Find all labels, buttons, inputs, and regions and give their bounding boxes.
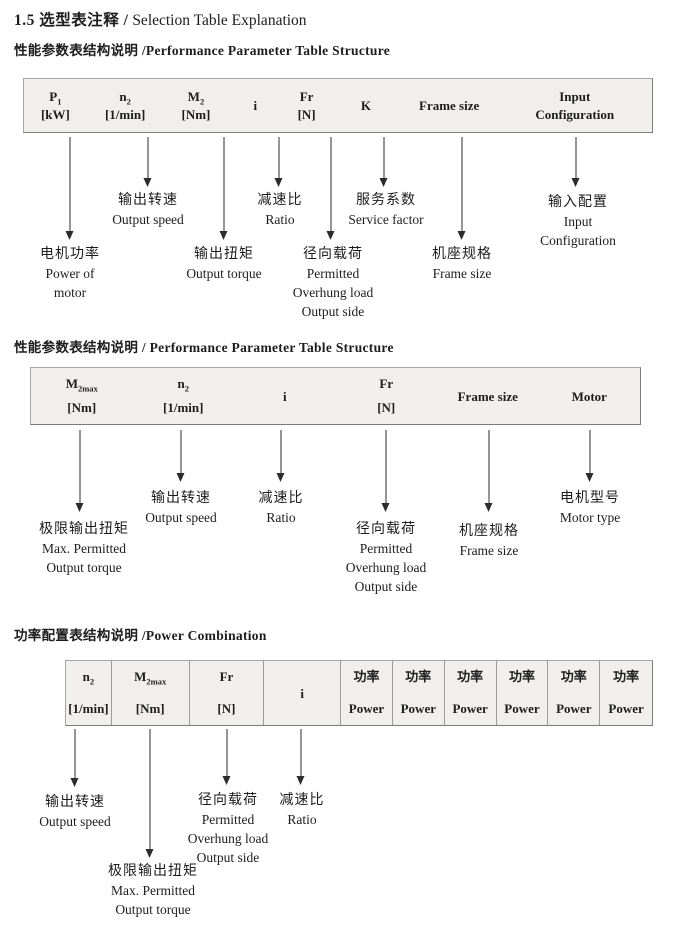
col-p1: P1 [kW] [24, 79, 87, 132]
label-output-speed: 输出转速 Output speed [145, 491, 217, 525]
col-p1-unit: [kW] [40, 107, 70, 122]
col-i-symbol: i [253, 98, 258, 113]
down-arrow-icon [571, 137, 582, 187]
down-arrow-icon [219, 137, 230, 240]
col-n2: n2 [1/min] [133, 368, 235, 424]
label-ratio: 减速比 Ratio [279, 793, 325, 827]
label-ratio: 减速比 Ratio [258, 491, 304, 525]
label-overhung-load: 径向载荷 Permitted Overhung load Output side [345, 522, 427, 594]
col-k-symbol: K [360, 98, 371, 113]
section2-heading: 性能参数表结构说明 / Performance Parameter Table … [14, 340, 394, 355]
down-arrow-icon [381, 430, 392, 512]
performance-table-2: M2max [Nm] n2 [1/min] i Fr [N] Frame siz… [30, 367, 641, 425]
col-n2: n2 [1/min] [66, 661, 112, 725]
down-arrow-icon [457, 137, 468, 240]
label-overhung-load: 径向载荷 Permitted Overhung load Output side [187, 793, 269, 865]
page-title-en: Selection Table Explanation [128, 12, 307, 29]
col-fr-unit: [N] [377, 400, 396, 415]
col-m2-unit: [Nm] [181, 107, 211, 122]
col-power-6: 功率 Power [608, 669, 644, 716]
label-ratio: 减速比 Ratio [257, 193, 303, 227]
col-n2-symbol: n2 [177, 376, 189, 394]
col-p1-symbol: P1 [49, 89, 62, 107]
label-service-factor: 服务系数 Service factor [348, 193, 424, 227]
down-arrow-icon [326, 137, 337, 240]
down-arrow-icon [296, 729, 307, 785]
label-output-speed: 输出转速 Output speed [112, 193, 184, 227]
col-m2: M2 [Nm] [164, 79, 229, 132]
col-fr-unit: [N] [217, 701, 236, 716]
col-input-line1: Input [559, 89, 591, 104]
col-power-4: 功率 Power [497, 661, 549, 725]
down-arrow-icon [75, 430, 86, 512]
col-m2-symbol: M2 [187, 89, 205, 107]
col-i: i [264, 661, 342, 725]
col-fr: Fr [N] [282, 79, 331, 132]
col-m2max-unit: [Nm] [135, 701, 165, 716]
col-i: i [234, 368, 336, 424]
label-output-torque: 输出扭矩 Output torque [186, 247, 262, 281]
down-arrow-icon [143, 137, 154, 187]
down-arrow-icon [70, 729, 81, 787]
col-motor: Motor [539, 368, 641, 424]
down-arrow-icon [222, 729, 233, 785]
col-m2max-symbol: M2max [65, 376, 98, 394]
page-title-zh: 1.5 选型表注释 / [14, 12, 129, 29]
col-power-2: 功率 Power [393, 661, 445, 725]
down-arrow-icon [276, 430, 287, 482]
col-n2-unit: [1/min] [163, 400, 204, 415]
label-output-speed: 输出转速 Output speed [39, 795, 111, 829]
col-n2: n2 [1/min] [87, 79, 164, 132]
col-n2-symbol: n2 [82, 669, 95, 687]
col-input-configuration: Input Configuration [497, 79, 652, 132]
col-m2max: M2max [Nm] [112, 661, 190, 725]
section1-heading: 性能参数表结构说明 /Performance Parameter Table S… [14, 43, 391, 58]
col-i-symbol: i [300, 685, 304, 701]
col-i: i [228, 79, 282, 132]
col-m2max: M2max [Nm] [31, 368, 133, 424]
label-max-output-torque: 极限输出扭矩 Max. Permitted Output torque [108, 864, 198, 917]
label-max-output-torque: 极限输出扭矩 Max. Permitted Output torque [39, 522, 129, 575]
col-frame-size-label: Frame size [419, 98, 480, 113]
col-k: K [331, 79, 401, 132]
col-power-5: 功率 Power [548, 661, 601, 725]
col-fr-symbol: Fr [379, 376, 394, 391]
col-fr-unit: [N] [297, 107, 316, 122]
col-motor-label: Motor [571, 388, 607, 404]
col-frame-size: Frame size [437, 368, 539, 424]
col-frame-size: Frame size [401, 79, 498, 132]
col-m2max-symbol: M2max [134, 669, 167, 687]
col-frame-size-label: Frame size [457, 388, 518, 404]
col-fr: Fr [N] [190, 661, 265, 725]
down-arrow-icon [65, 137, 76, 240]
label-frame-size: 机座规格 Frame size [459, 524, 519, 558]
section3-heading: 功率配置表结构说明 /Power Combination [14, 628, 267, 643]
col-i-symbol: i [282, 388, 287, 404]
power-combination-table: n2 [1/min] M2max [Nm] Fr [N] i 功率 Power … [65, 660, 653, 726]
label-overhung-load: 径向载荷 Permitted Overhung load Output side [292, 247, 374, 319]
col-n2-unit: [1/min] [104, 107, 146, 122]
label-frame-size: 机座规格 Frame size [432, 247, 492, 281]
col-n2-unit: [1/min] [68, 701, 109, 716]
col-power-1: 功率 Power [341, 661, 393, 725]
col-fr-symbol: Fr [219, 669, 234, 684]
down-arrow-icon [379, 137, 390, 187]
col-power-3: 功率 Power [445, 661, 497, 725]
label-power-of-motor: 电机功率 Power of motor [40, 247, 100, 300]
performance-table-1: P1 [kW] n2 [1/min] M2 [Nm] i Fr [N] K Fr… [23, 78, 653, 133]
col-fr-symbol: Fr [299, 89, 314, 104]
down-arrow-icon [145, 729, 156, 858]
col-fr: Fr [N] [336, 368, 438, 424]
col-n2-symbol: n2 [119, 89, 131, 107]
down-arrow-icon [484, 430, 495, 512]
label-input-configuration: 输入配置 Input Configuration [540, 195, 616, 248]
col-m2max-unit: [Nm] [67, 400, 97, 415]
down-arrow-icon [176, 430, 187, 482]
label-motor-type: 电机型号 Motor type [559, 491, 621, 525]
page-title: 1.5 选型表注释 / Selection Table Explanation [14, 8, 307, 30]
down-arrow-icon [585, 430, 596, 482]
col-input-line2: Configuration [535, 107, 615, 122]
down-arrow-icon [274, 137, 285, 187]
